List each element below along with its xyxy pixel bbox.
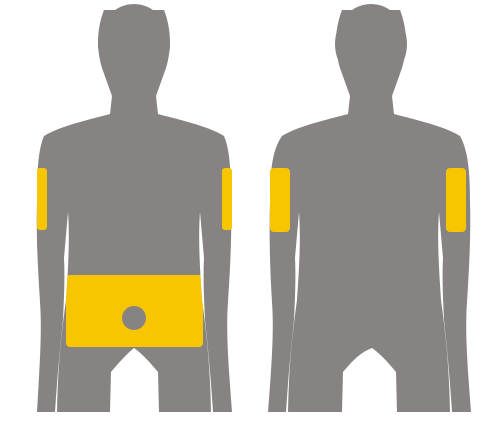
front-navel-exclusion — [122, 306, 146, 330]
front-head — [98, 4, 170, 84]
back-right-upper-arm-site — [446, 168, 466, 232]
back-left-upper-arm-site — [270, 168, 290, 232]
front-right-upper-arm-site — [222, 168, 232, 230]
front-figure — [37, 4, 232, 412]
front-left-upper-arm-site — [37, 168, 47, 230]
back-head — [335, 4, 407, 84]
back-figure — [268, 4, 471, 412]
